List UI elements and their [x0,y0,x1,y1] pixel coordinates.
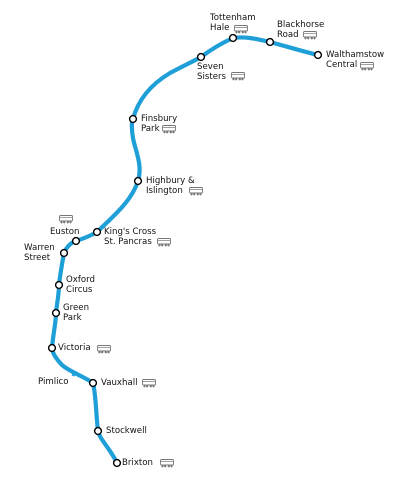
rail-icon [160,459,174,468]
station-name-line: Vauxhall [101,378,138,388]
tottenham-hale-station-marker [228,33,238,43]
station-name-line: Seven [197,62,224,72]
highbury-station-label: Highbury &Islington [146,176,195,196]
station-name-line: King's Cross [104,227,157,237]
finsbury-park-station-marker [128,114,138,124]
rail-icon [142,379,156,388]
station-name-line: Road [277,30,299,40]
oxford-circus-station-marker [54,280,64,290]
station-name-line: Victoria [58,343,91,353]
rail-icon [234,25,248,34]
station-name-line: Finsbury [141,114,178,124]
station-name-line: Highbury & [146,176,195,186]
pimlico-station-marker [71,370,77,377]
station-name-line: Stockwell [106,426,147,436]
station-name-line: Walthamstow [326,50,385,60]
kings-cross-station-marker [92,227,102,237]
station-name-line: Central [326,60,358,70]
station-name-line: Street [24,253,51,263]
pimlico-station-label: Pimlico [38,377,69,387]
station-name-line: Brixton [122,458,153,468]
station-name-line: Hale [210,23,230,33]
station-name-line: Euston [50,227,80,237]
warren-street-station-marker [59,248,69,258]
rail-icon [59,215,73,224]
station-name-line: St. Pancras [104,237,152,247]
rail-icon [97,345,111,354]
rail-icon [162,125,176,134]
euston-station-label: Euston [50,227,79,237]
vauxhall-station-label: Vauxhall [101,378,138,388]
station-name-line: Pimlico [38,377,69,387]
rail-icon [189,187,203,196]
green-park-station-marker [51,308,61,318]
rail-icon [231,72,245,81]
seven-sisters-station-marker [196,52,206,62]
station-name-line: Circus [66,285,93,295]
station-name-line: Green [63,303,90,313]
rail-icon [303,31,317,40]
victoria-station-label: Victoria [58,343,91,353]
stockwell-station-label: Stockwell [106,426,147,436]
station-name-line: Park [141,124,160,134]
brixton-station-label: Brixton [122,458,153,468]
rail-icon [360,62,374,71]
stockwell-station-marker [93,426,103,436]
station-name-line: Tottenham [210,13,256,23]
blackhorse-road-station-marker [265,37,275,47]
victoria-station-marker [47,343,57,353]
station-name-line: Blackhorse [277,20,325,30]
walthamstow-station-marker [313,50,323,60]
station-name-line: Islington [146,186,183,196]
rail-icon [157,238,171,247]
line-route [49,35,321,466]
vauxhall-station-marker [88,378,98,388]
brixton-station-marker [112,458,122,468]
euston-station-marker [71,236,81,246]
station-name-line: Warren [24,243,55,253]
highbury-station-marker [133,176,143,186]
station-name-line: Oxford [66,275,95,285]
station-name-line: Sisters [197,72,226,82]
station-name-line: Park [63,313,82,323]
